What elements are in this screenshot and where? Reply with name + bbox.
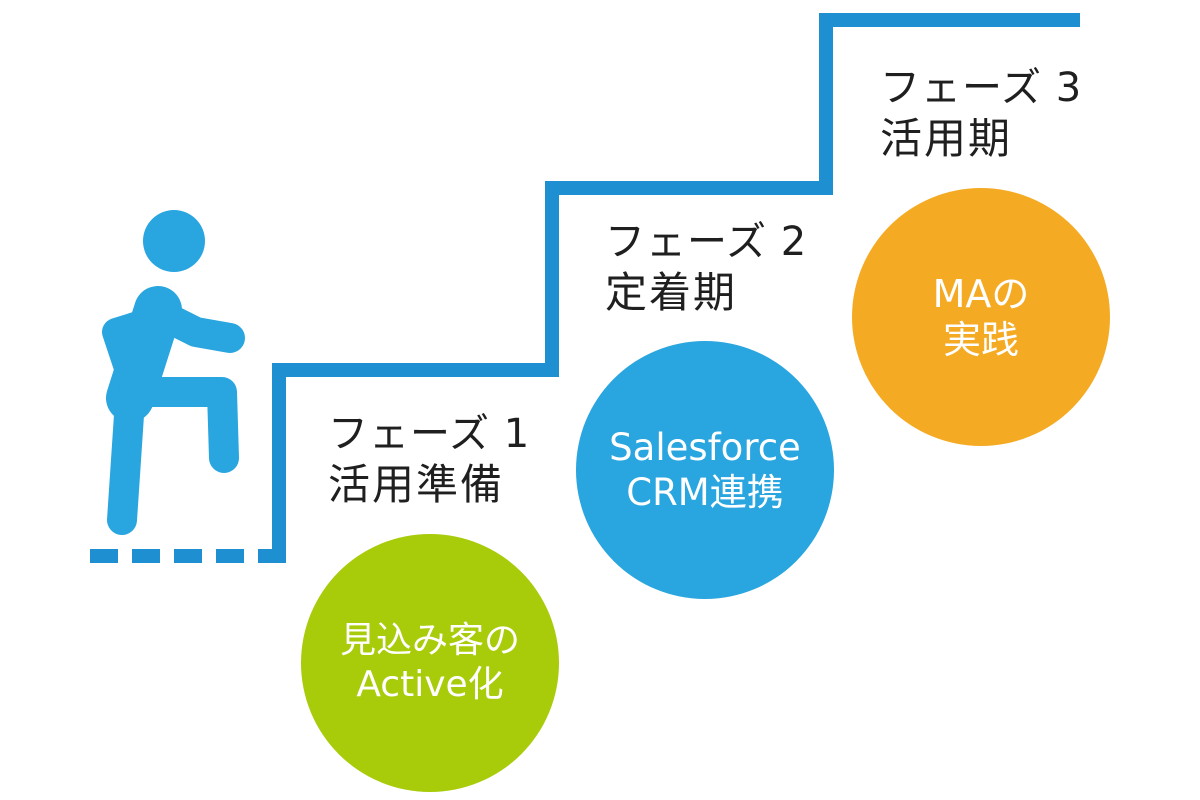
phase-2-label: フェーズ 2 [605, 219, 808, 265]
phase-3-circle-line-2: 実践 [942, 318, 1019, 362]
phase-3-title: 活用期 [880, 113, 1013, 163]
phase-2-circle-line-2: CRM連携 [626, 471, 784, 514]
phase-2-circle: Salesforce CRM連携 [576, 341, 834, 599]
phase-3-circle: MAの 実践 [852, 188, 1110, 446]
phase-1-title: 活用準備 [328, 459, 505, 509]
staircase-line [270, 13, 1080, 563]
phase-2-title: 定着期 [605, 267, 738, 317]
phase-1-heading: フェーズ 1 活用準備 [328, 410, 530, 510]
phase-1-circle: 見込み客の Active化 [301, 534, 559, 792]
phase-3-heading: フェーズ 3 活用期 [880, 64, 1082, 164]
phase-1-circle-line-2: Active化 [356, 664, 504, 705]
person-climbing-stairs-icon [102, 210, 245, 535]
phase-2-heading: フェーズ 2 定着期 [605, 218, 807, 318]
phase-1-circle-line-1: 見込み客の [339, 620, 520, 662]
phase-1-label: フェーズ 1 [328, 411, 531, 457]
phase-3-circle-line-1: MAの [932, 271, 1030, 316]
phase-2-circle-line-1: Salesforce [609, 425, 801, 469]
phase-3-label: フェーズ 3 [880, 65, 1083, 111]
